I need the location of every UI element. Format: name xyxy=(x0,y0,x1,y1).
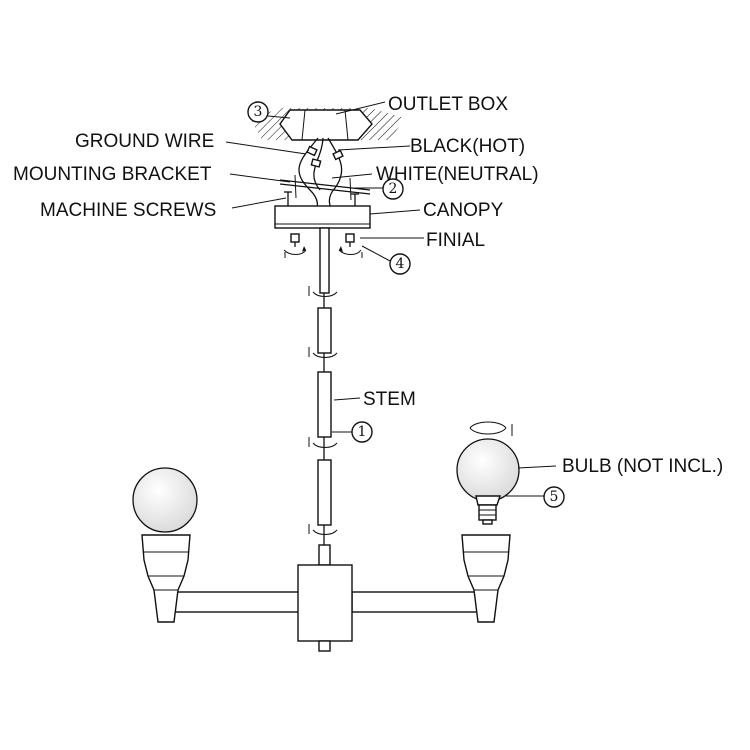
left-bulb xyxy=(132,467,198,533)
label-bulb: BULB (NOT INCL.) xyxy=(562,456,723,477)
step-number-5: 5 xyxy=(550,489,559,505)
canopy xyxy=(274,205,371,229)
label-machine-screws: MACHINE SCREWS xyxy=(40,200,216,221)
step-marker-1: 1 xyxy=(351,421,373,443)
step-number-4: 4 xyxy=(396,256,405,272)
label-outlet-box: OUTLET BOX xyxy=(388,94,508,115)
chandelier-body xyxy=(169,564,481,652)
step-marker-2: 2 xyxy=(382,178,404,200)
outlet-box xyxy=(279,109,373,141)
machine-screws xyxy=(284,191,359,206)
label-stem: STEM xyxy=(363,389,416,410)
step-marker-5: 5 xyxy=(543,486,565,508)
right-bulb xyxy=(456,421,520,525)
right-socket xyxy=(461,534,511,623)
leader-lines xyxy=(225,101,557,497)
stem xyxy=(308,227,338,566)
finials xyxy=(283,233,363,258)
step-marker-3: 3 xyxy=(247,101,269,123)
label-finial: FINIAL xyxy=(426,230,485,251)
left-socket xyxy=(141,534,191,623)
label-ground-wire: GROUND WIRE xyxy=(75,131,214,152)
label-black-hot: BLACK(HOT) xyxy=(410,136,525,157)
label-white-neutral: WHITE(NEUTRAL) xyxy=(376,164,539,185)
step-marker-4: 4 xyxy=(389,253,411,275)
label-canopy: CANOPY xyxy=(423,200,504,221)
step-number-2: 2 xyxy=(389,181,398,197)
step-number-1: 1 xyxy=(358,424,367,440)
step-number-3: 3 xyxy=(254,104,263,120)
label-mounting-bracket: MOUNTING BRACKET xyxy=(13,164,212,185)
wires xyxy=(298,137,344,213)
